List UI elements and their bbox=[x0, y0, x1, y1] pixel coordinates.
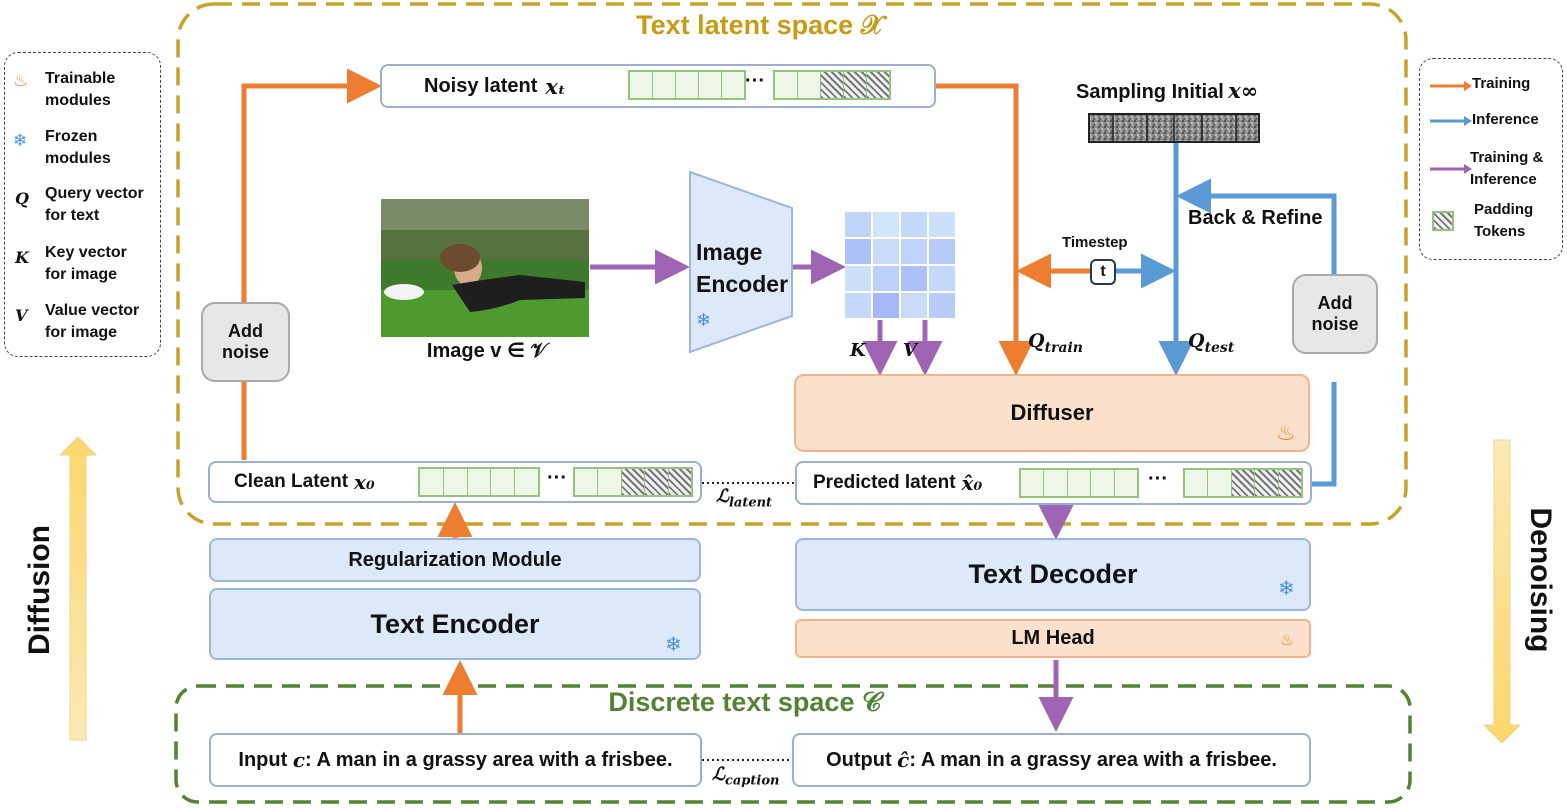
kv-matrix-cell bbox=[901, 293, 927, 318]
noisy-latent-label: Noisy latent bbox=[424, 74, 538, 97]
input-photo bbox=[381, 199, 589, 337]
loss-latent-label: ℒlatent bbox=[716, 486, 773, 511]
v-label: V bbox=[903, 340, 917, 361]
legend-training: Training bbox=[1472, 75, 1531, 92]
kv-matrix-cell bbox=[901, 266, 927, 291]
kv-matrix-cell bbox=[929, 212, 955, 237]
kv-matrix-cell bbox=[845, 239, 871, 264]
text-decoder-box: Text Decoder bbox=[795, 538, 1311, 611]
back-refine-label: Back & Refine bbox=[1188, 207, 1323, 229]
image-caption: Image v ∈ 𝒱 bbox=[426, 340, 548, 362]
lm-head-box: LM Head bbox=[795, 619, 1311, 658]
legend-arrows bbox=[1430, 81, 1472, 174]
timestep-label: Timestep bbox=[1062, 234, 1128, 251]
diffusion-arrow bbox=[58, 436, 98, 741]
q-test-label: Qtest bbox=[1188, 330, 1235, 356]
text-encoder-snowflake-icon: ❄ bbox=[665, 634, 682, 656]
text-encoder-box: Text Encoder bbox=[209, 588, 701, 660]
snowflake-icon: ❄ bbox=[13, 131, 28, 150]
latent-space-frame bbox=[176, 2, 1408, 526]
flame-icon: ♨ bbox=[13, 71, 29, 90]
q-train-label: Qtrain bbox=[1028, 330, 1083, 356]
discrete-space-frame bbox=[174, 684, 1412, 804]
loss-caption-label: ℒcaption bbox=[712, 764, 780, 789]
clean-latent-tokens-a bbox=[418, 467, 540, 497]
denoising-label: Denoising bbox=[1524, 507, 1557, 653]
kv-matrix-cell bbox=[845, 293, 871, 318]
sampling-initial-label: Sampling Initial x∞ bbox=[1076, 78, 1259, 103]
kv-matrix-cell bbox=[929, 239, 955, 264]
noisy-latent-ellipsis: ··· bbox=[745, 70, 765, 92]
lm-head-flame-icon: ♨ bbox=[1280, 632, 1295, 649]
kv-matrix-cell bbox=[873, 266, 899, 291]
noisy-latent-tokens-a bbox=[628, 70, 746, 100]
noisy-latent-symbol: xₜ bbox=[545, 73, 566, 99]
predicted-latent-tokens-b bbox=[1183, 468, 1303, 498]
add-noise-right: Add noise bbox=[1292, 274, 1378, 354]
noisy-latent-tokens-b bbox=[773, 70, 891, 100]
legend-inference: Inference bbox=[1472, 111, 1539, 128]
legend-training-inference: Training &Inference bbox=[1470, 149, 1544, 188]
padding-token-icon bbox=[1432, 211, 1454, 231]
input-caption-box: Input c: A man in a grassy area with a f… bbox=[209, 733, 702, 787]
predicted-latent-tokens-a bbox=[1019, 468, 1139, 498]
predicted-latent-ellipsis: ··· bbox=[1148, 468, 1168, 490]
diffuser-box: Diffuser bbox=[794, 374, 1310, 452]
image-encoder-shape bbox=[689, 170, 793, 354]
sampling-noise-strip bbox=[1088, 113, 1260, 143]
text-decoder-snowflake-icon: ❄ bbox=[1278, 578, 1295, 600]
diffusion-label: Diffusion bbox=[23, 525, 56, 655]
legend-right: Training Inference Training &Inference P… bbox=[1419, 58, 1563, 260]
image-encoder-label: Image Encoder bbox=[696, 239, 789, 297]
legend-q-symbol: Q bbox=[15, 189, 29, 208]
legend-k-symbol: K bbox=[15, 248, 29, 267]
timestep-t-box: t bbox=[1090, 259, 1116, 285]
image-encoder-snowflake-icon: ❄ bbox=[696, 310, 712, 330]
kv-matrix-cell bbox=[929, 293, 955, 318]
kv-matrix-cell bbox=[845, 212, 871, 237]
diffuser-flame-icon: ♨ bbox=[1276, 420, 1296, 445]
regularization-module-box: Regularization Module bbox=[209, 538, 701, 582]
kv-matrix-cell bbox=[873, 239, 899, 264]
latent-space-title: Text latent space 𝒳 bbox=[636, 10, 884, 40]
k-label: K bbox=[850, 340, 866, 361]
kv-matrix-cell bbox=[901, 212, 927, 237]
clean-latent-tokens-b bbox=[573, 467, 693, 497]
legend-v-symbol: V bbox=[15, 306, 28, 325]
kv-feature-matrix bbox=[845, 212, 955, 318]
kv-matrix-cell bbox=[901, 239, 927, 264]
kv-matrix-cell bbox=[873, 212, 899, 237]
kv-matrix-cell bbox=[845, 266, 871, 291]
denoising-arrow bbox=[1482, 439, 1522, 744]
kv-matrix-cell bbox=[873, 293, 899, 318]
add-noise-left: Add noise bbox=[201, 302, 290, 382]
output-caption-box: Output ĉ: A man in a grassy area with a … bbox=[792, 733, 1311, 787]
kv-matrix-cell bbox=[929, 266, 955, 291]
clean-latent-ellipsis: ··· bbox=[547, 467, 567, 489]
discrete-space-title: Discrete text space 𝒞 bbox=[608, 687, 882, 717]
